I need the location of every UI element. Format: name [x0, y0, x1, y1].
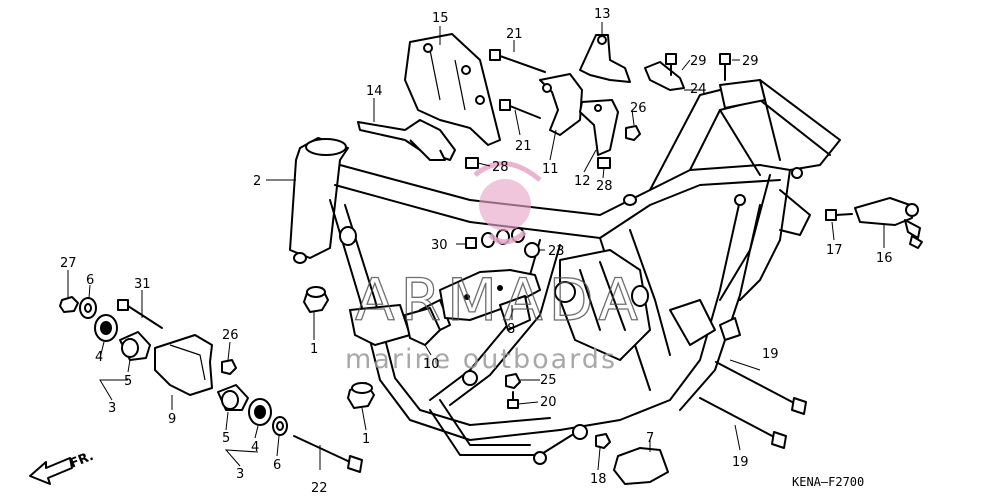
- part-31-bolt: [117, 299, 163, 329]
- part-15-bracket-plate: [404, 33, 501, 146]
- watermark-tagline: marine outboards: [345, 344, 617, 375]
- callout-30: 30: [431, 238, 448, 253]
- callout-1-lower: 1: [362, 432, 370, 447]
- callout-28-upper: 28: [492, 160, 509, 175]
- diagram-code: KENA—F2700: [792, 475, 864, 489]
- callout-14: 14: [366, 84, 383, 99]
- part-4-rubber-lower: [248, 398, 272, 426]
- callout-20: 20: [540, 395, 557, 410]
- callout-27: 27: [60, 256, 77, 271]
- callout-3-upper: 3: [108, 401, 116, 416]
- callout-26-upper: 26: [630, 101, 647, 116]
- callout-15: 15: [432, 11, 449, 26]
- callout-29-left: 29: [690, 54, 707, 69]
- part-6-washer-lower: [272, 416, 288, 436]
- frame-body: [289, 79, 841, 465]
- callout-5-lower: 5: [222, 431, 230, 446]
- part-8-bracket: [439, 269, 541, 331]
- callout-28-lower: 28: [596, 179, 613, 194]
- callout-11: 11: [542, 162, 559, 177]
- part-28-bolt-lower: [597, 157, 611, 169]
- callout-8: 8: [507, 322, 515, 337]
- part-4-rubber-upper: [94, 314, 118, 342]
- callout-6-lower: 6: [273, 458, 281, 473]
- part-18-bolt: [595, 433, 611, 449]
- part-27-nut: [59, 296, 79, 313]
- part-6-washer-upper: [79, 297, 97, 319]
- part-28-bolt-upper: [465, 157, 479, 169]
- callout-2: 2: [253, 174, 261, 189]
- watermark-brand: ARMADA: [355, 266, 644, 334]
- callout-4-lower: 4: [251, 440, 259, 455]
- part-10-bracket: [404, 307, 441, 346]
- callout-23: 23: [548, 244, 565, 259]
- callout-9: 9: [168, 412, 176, 427]
- part-19-bolt-upper: [715, 361, 807, 415]
- part-29-bolts: [665, 53, 731, 81]
- callout-3-lower: 3: [236, 467, 244, 482]
- front-direction-arrow: FR.: [29, 449, 96, 485]
- callout-13: 13: [594, 7, 611, 22]
- part-16-lock: [854, 197, 923, 249]
- callout-7: 7: [646, 431, 654, 446]
- callout-12: 12: [574, 174, 591, 189]
- callout-4-upper: 4: [95, 350, 103, 365]
- leader-lines: [67, 22, 885, 471]
- watermark: ARMADA marine outboards: [345, 161, 644, 375]
- callout-19-lower: 19: [732, 455, 749, 470]
- part-7-bracket: [613, 447, 669, 485]
- part-22-bolt: [293, 435, 363, 473]
- callout-16: 16: [876, 251, 893, 266]
- part-12-stay: [579, 99, 619, 156]
- part-24-clip: [644, 61, 685, 91]
- watermark-logo-icon: [473, 161, 542, 245]
- part-5-collar-upper: [119, 331, 151, 361]
- callout-25: 25: [540, 373, 557, 388]
- callout-21-lower: 21: [515, 139, 532, 154]
- part-26-nut-upper: [625, 125, 641, 141]
- part-21-bolt-lower: [499, 99, 541, 119]
- part-5-collar-lower: [217, 384, 249, 411]
- part-1-rubber-mount-lower: [347, 382, 375, 409]
- callout-22: 22: [311, 481, 328, 496]
- part-21-bolt-upper: [489, 49, 546, 73]
- callout-10: 10: [423, 357, 440, 372]
- part-20-bolt: [507, 391, 519, 409]
- callout-17: 17: [826, 243, 843, 258]
- callout-21-upper: 21: [506, 27, 523, 42]
- part-26-nut-left: [221, 359, 237, 375]
- part-11-stay: [539, 73, 583, 136]
- callout-24: 24: [690, 82, 707, 97]
- callout-5-upper: 5: [124, 374, 132, 389]
- callout-18: 18: [590, 472, 607, 487]
- callout-29-right: 29: [742, 54, 759, 69]
- callout-19-upper: 19: [762, 347, 779, 362]
- part-23-nut: [524, 242, 540, 258]
- callout-1-upper: 1: [310, 342, 318, 357]
- part-19-bolt-lower: [699, 397, 787, 449]
- part-13-bracket: [579, 34, 631, 83]
- callout-31: 31: [134, 277, 151, 292]
- part-9-bracket: [154, 334, 213, 396]
- callout-26-left: 26: [222, 328, 239, 343]
- part-17-bolt: [825, 209, 853, 221]
- callouts: 1 1 2 3 3 4 4 5 5 6 6 7 8 9 10 11 12 13 …: [60, 7, 893, 496]
- part-14-stay: [357, 119, 456, 161]
- callout-6-upper: 6: [86, 273, 94, 288]
- part-1-rubber-mount-upper: [303, 286, 329, 313]
- part-25-nut: [505, 373, 521, 389]
- front-direction-label: FR.: [68, 449, 96, 472]
